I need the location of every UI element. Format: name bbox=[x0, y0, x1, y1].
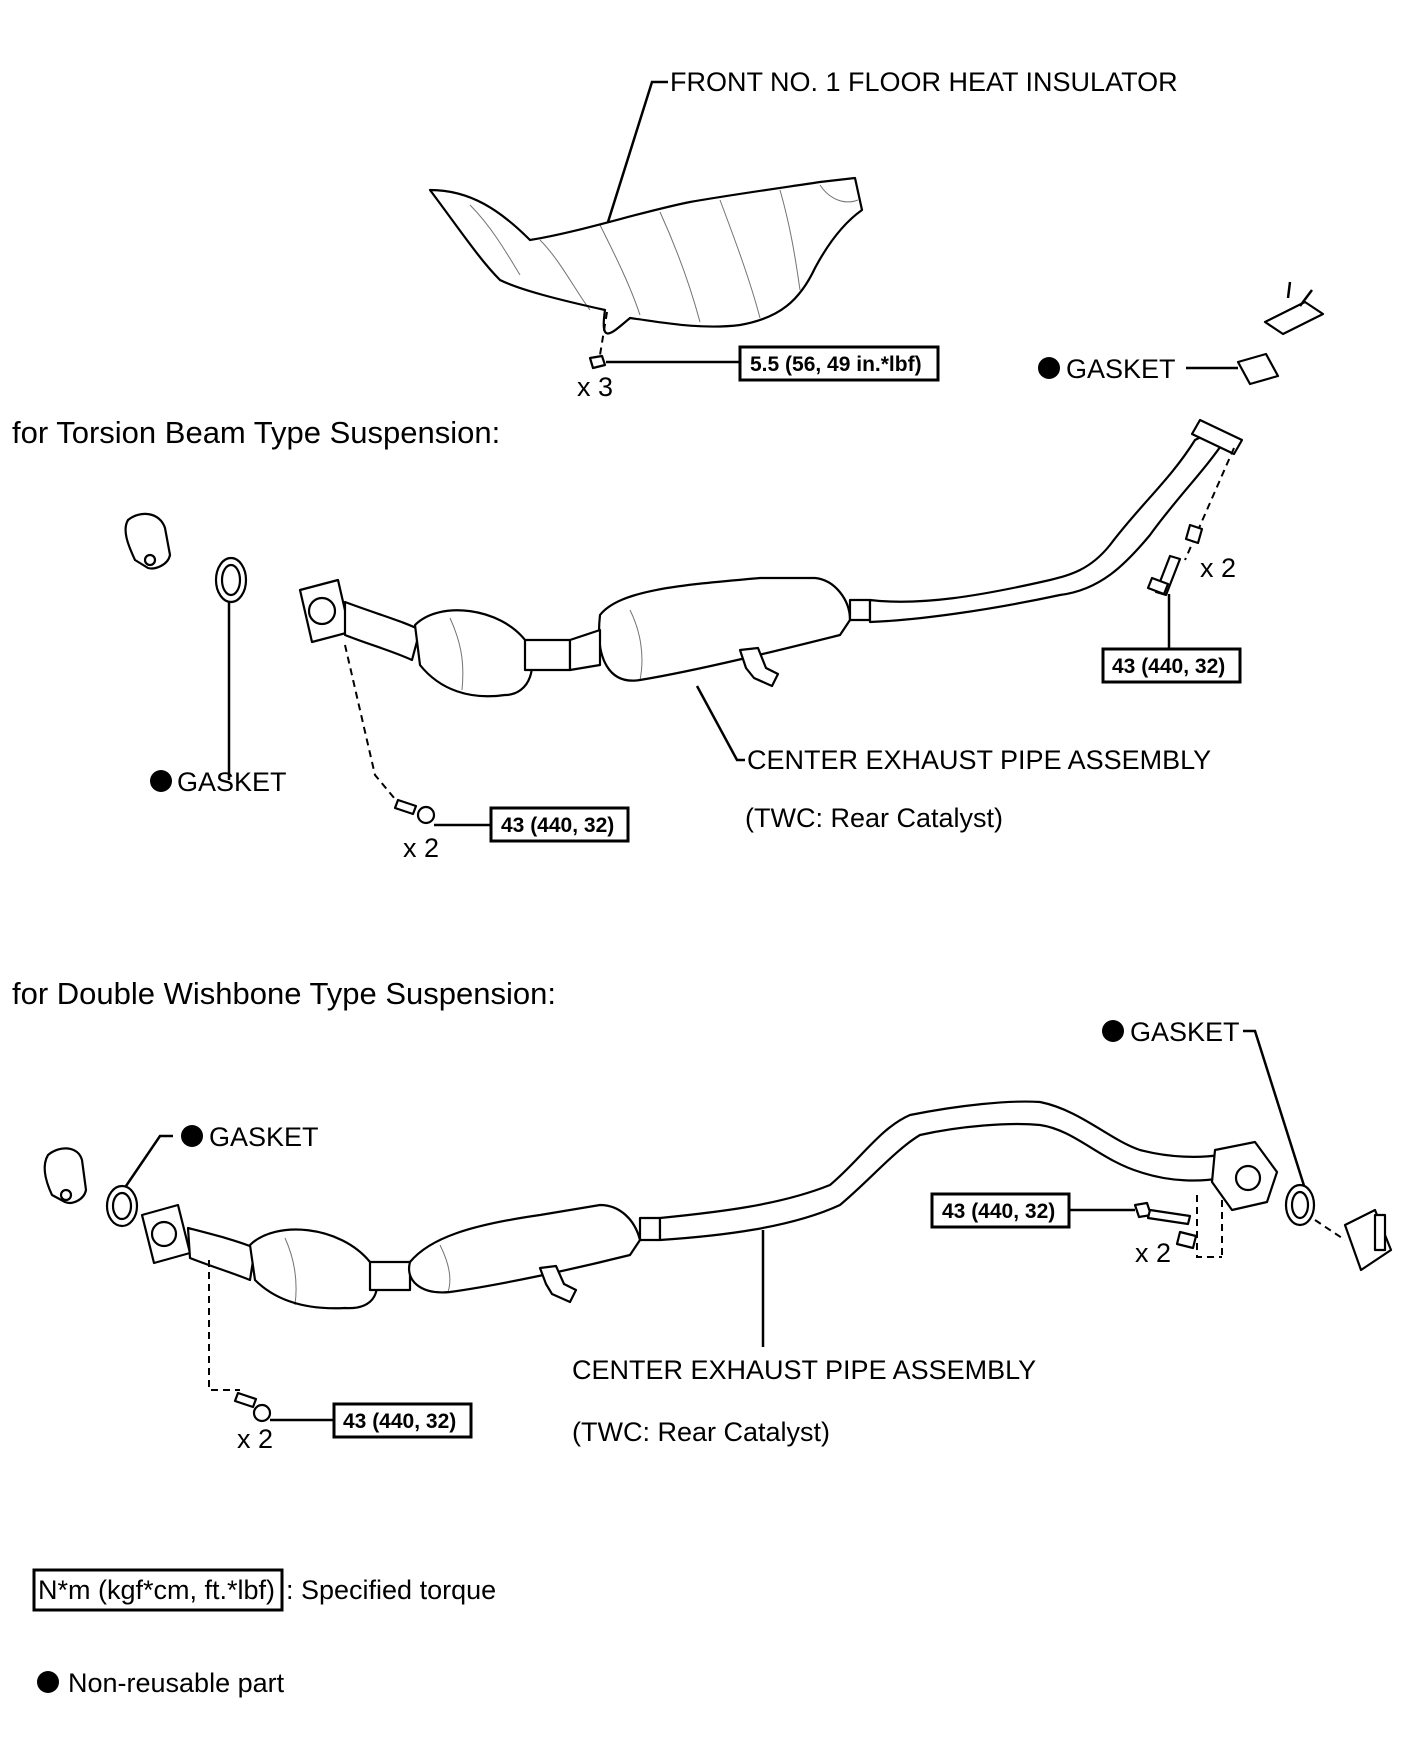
wishbone-rear-gasket-leader bbox=[1243, 1029, 1308, 1193]
torsion-rear-stud bbox=[1146, 523, 1204, 597]
wishbone-rear-gasket-bullet bbox=[1102, 1020, 1124, 1042]
wishbone-rear-gasket bbox=[1284, 1183, 1316, 1227]
torsion-front-gasket-label: GASKET bbox=[177, 767, 287, 797]
wishbone-front-torque-box bbox=[332, 1402, 473, 1439]
wishbone-front-bolt-line bbox=[208, 1260, 240, 1391]
wishbone-twc-label: (TWC: Rear Catalyst) bbox=[572, 1417, 830, 1447]
torsion-front-torque-box bbox=[489, 806, 630, 843]
heat-insulator-leader bbox=[606, 80, 668, 223]
torsion-front-bolt bbox=[393, 798, 436, 825]
wishbone-rear-bolt-qty: x 2 bbox=[1135, 1238, 1171, 1268]
insulator-torque-value: 5.5 (56, 49 in.*lbf) bbox=[750, 353, 922, 376]
wishbone-rear-flange-line bbox=[1314, 1219, 1346, 1241]
torsion-rear-gasket bbox=[1236, 352, 1280, 386]
torsion-rear-torque-box bbox=[1101, 647, 1242, 684]
wishbone-front-bolt-qty: x 2 bbox=[237, 1424, 273, 1454]
wishbone-front-flange bbox=[43, 1147, 88, 1204]
wishbone-front-gasket-bullet bbox=[181, 1125, 203, 1147]
heat-insulator-label: FRONT NO. 1 FLOOR HEAT INSULATOR bbox=[670, 67, 1178, 97]
torsion-center-pipe bbox=[298, 418, 1244, 698]
torsion-rear-torque-value: 43 (440, 32) bbox=[1112, 655, 1225, 678]
legend-torque-units: N*m (kgf*cm, ft.*lbf) bbox=[38, 1575, 275, 1605]
torsion-rear-gasket-bullet bbox=[1038, 357, 1060, 379]
wishbone-section-title: for Double Wishbone Type Suspension: bbox=[12, 976, 556, 1011]
heat-insulator bbox=[428, 176, 864, 370]
torsion-front-bolt-qty: x 2 bbox=[403, 833, 439, 863]
torsion-front-gasket-bullet bbox=[150, 770, 172, 792]
wishbone-rear-flange bbox=[1343, 1208, 1393, 1272]
wishbone-rear-torque-value: 43 (440, 32) bbox=[942, 1200, 1055, 1223]
legend-nonreusable-bullet bbox=[37, 1671, 59, 1693]
wishbone-front-gasket-label: GASKET bbox=[209, 1122, 319, 1152]
wishbone-front-bolt bbox=[233, 1391, 272, 1423]
torsion-front-bolt-line bbox=[344, 644, 401, 806]
torsion-twc-label: (TWC: Rear Catalyst) bbox=[745, 803, 1003, 833]
wishbone-rear-bolt-line-b bbox=[1196, 1195, 1222, 1258]
wishbone-pipe-label: CENTER EXHAUST PIPE ASSEMBLY bbox=[572, 1355, 1036, 1385]
torsion-front-torque-value: 43 (440, 32) bbox=[501, 814, 614, 837]
torsion-rear-gasket-label: GASKET bbox=[1066, 354, 1176, 384]
torsion-front-flange bbox=[124, 512, 172, 570]
torsion-section-title: for Torsion Beam Type Suspension: bbox=[12, 415, 500, 450]
wishbone-rear-torque-box bbox=[930, 1192, 1071, 1229]
wishbone-rear-gasket-label: GASKET bbox=[1130, 1017, 1240, 1047]
wishbone-front-gasket-leader bbox=[124, 1134, 173, 1187]
torsion-front-gasket bbox=[214, 556, 248, 604]
torsion-rear-flange bbox=[1263, 281, 1325, 336]
torsion-pipe-label: CENTER EXHAUST PIPE ASSEMBLY bbox=[747, 745, 1211, 775]
wishbone-center-pipe bbox=[140, 1100, 1279, 1310]
wishbone-front-torque-value: 43 (440, 32) bbox=[343, 1410, 456, 1433]
insulator-torque-box bbox=[738, 345, 940, 382]
wishbone-rear-bolt bbox=[1133, 1201, 1198, 1250]
legend-torque-text: : Specified torque bbox=[286, 1575, 496, 1605]
legend-torque-box bbox=[32, 1568, 284, 1612]
torsion-pipe-leader bbox=[695, 685, 745, 762]
legend-nonreusable-text: Non-reusable part bbox=[68, 1668, 285, 1698]
wishbone-front-gasket bbox=[105, 1184, 139, 1228]
insulator-nut-qty: x 3 bbox=[577, 372, 613, 402]
torsion-rear-stud-qty: x 2 bbox=[1200, 553, 1236, 583]
